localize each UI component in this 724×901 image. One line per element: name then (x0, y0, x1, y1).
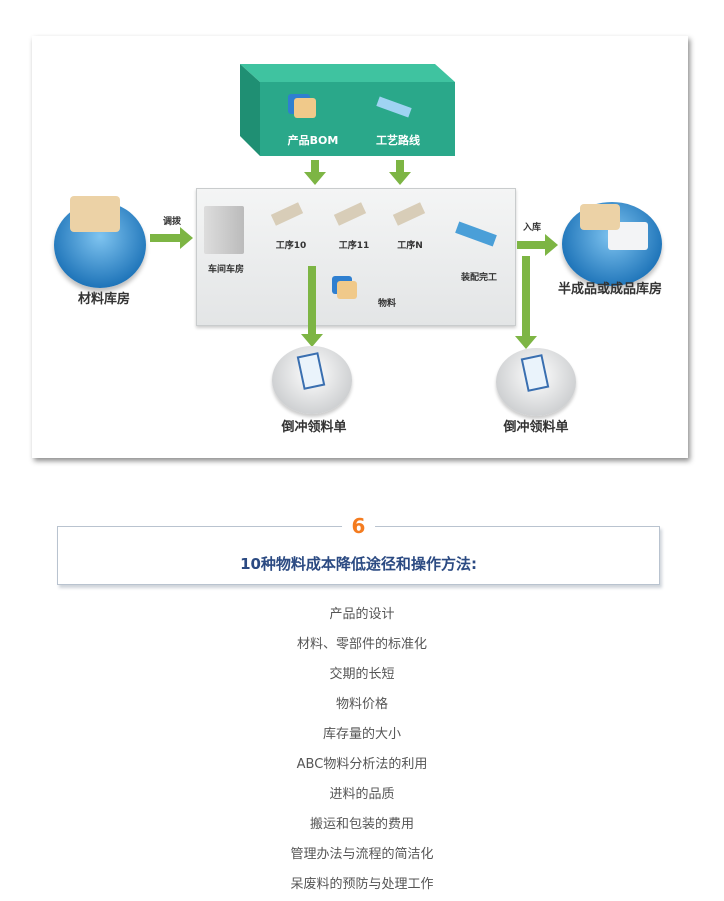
step-label: 工序N (397, 241, 423, 251)
material-label: 物料 (377, 299, 397, 309)
bom-gear-icon (294, 98, 316, 118)
list-item: 物料价格 (335, 697, 388, 712)
arrow-head (304, 172, 326, 185)
boxes-icon (70, 196, 120, 232)
section-header-box: 6 10种物料成本降低途径和操作方法: (57, 515, 660, 585)
routing-label: 工艺路线 (376, 134, 420, 147)
list-item: 进料的品质 (329, 787, 395, 802)
transfer-label: 调拨 (162, 217, 182, 227)
arrow-head (301, 334, 323, 347)
arrow-routing-down (396, 160, 404, 174)
boxes-icon (580, 204, 620, 230)
list-item: 材料、零部件的标准化 (296, 637, 427, 652)
list-item: 产品的设计 (329, 607, 395, 622)
finished-store-label: 半成品或成品库房 (557, 282, 663, 297)
list-item: ABC物料分析法的利用 (296, 757, 428, 772)
assembly-label: 装配完工 (460, 273, 498, 283)
list-item: 库存量的大小 (322, 727, 401, 742)
arrow-transfer (150, 234, 182, 242)
list-item: 搬运和包装的费用 (309, 817, 414, 832)
arrow-inbound (517, 241, 547, 249)
arrow-bom-down (311, 160, 319, 174)
workshop-store-label: 车间车房 (207, 265, 245, 275)
list-item: 呆废料的预防与处理工作 (290, 877, 434, 892)
material-flow-diagram: 产品BOM 工艺路线 车间车房 工序10 工序11 工序N 装配完工 物料 材料… (32, 36, 688, 458)
workshop-store-icon (204, 206, 244, 254)
arrow-backflush-2 (522, 256, 530, 338)
arrow-head (515, 336, 537, 349)
inbound-label: 入库 (522, 223, 542, 233)
list-item: 交期的长短 (329, 667, 395, 682)
section-number: 6 (341, 515, 376, 537)
arrow-head (389, 172, 411, 185)
material-icon (337, 281, 357, 299)
bom-label: 产品BOM (287, 134, 339, 147)
design-data-box (240, 64, 455, 156)
arrow-head (180, 227, 193, 249)
step-label: 工序10 (275, 241, 307, 251)
backflush-label-1: 倒冲领料单 (281, 420, 347, 435)
backflush-label-2: 倒冲领料单 (503, 420, 569, 435)
arrow-head (545, 234, 558, 256)
section-title: 10种物料成本降低途径和操作方法: (240, 555, 477, 573)
material-store-label: 材料库房 (77, 292, 131, 307)
list-item: 管理办法与流程的简洁化 (290, 847, 434, 862)
step-label: 工序11 (338, 241, 370, 251)
arrow-backflush-1 (308, 266, 316, 336)
